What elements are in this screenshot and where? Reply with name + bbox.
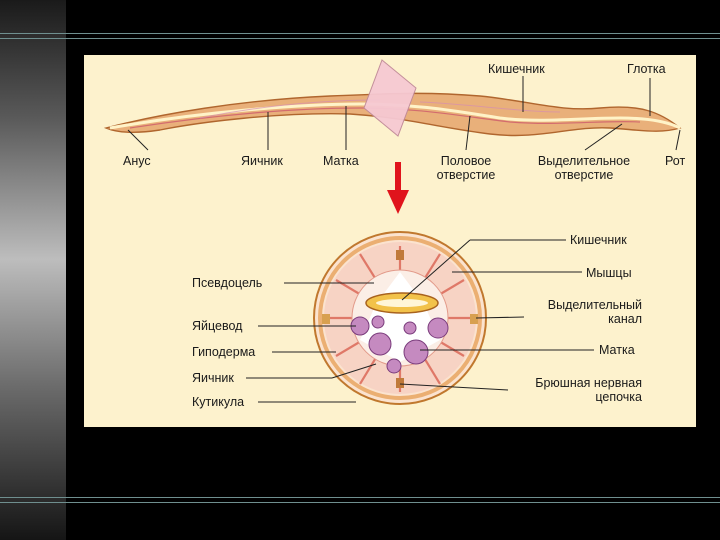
- label-excretory-canal: Выделительный канал: [512, 298, 642, 326]
- label-section-uterus: Матка: [599, 343, 635, 357]
- label-muscles: Мышцы: [586, 266, 632, 280]
- label-cuticle: Кутикула: [192, 395, 245, 409]
- label-intestine: Кишечник: [488, 62, 545, 76]
- bottom-divider-line: [0, 497, 720, 498]
- label-nerve-cord-line2: цепочка: [595, 390, 642, 404]
- label-section-ovary: Яичник: [192, 371, 234, 385]
- label-hypodermis: Гиподерма: [192, 345, 256, 359]
- label-excretory-pore-line2: отверстие: [554, 168, 614, 182]
- label-ovary: Яичник: [241, 154, 283, 168]
- top-divider-line-2: [0, 38, 720, 39]
- top-divider-line: [0, 33, 720, 34]
- label-excretory-canal-line2: канал: [608, 312, 642, 326]
- section-plane: [363, 59, 417, 137]
- label-nerve-cord: Брюшная нервная цепочка: [502, 376, 642, 404]
- label-pharynx: Глотка: [627, 62, 666, 76]
- cross-section-illustration: [313, 231, 487, 405]
- label-genital-pore-line2: отверстие: [436, 168, 496, 182]
- label-anus: Анус: [123, 154, 151, 168]
- label-uterus: Матка: [323, 154, 359, 168]
- label-excretory-pore-line1: Выделительное: [537, 154, 631, 168]
- label-section-intestine: Кишечник: [570, 233, 627, 247]
- down-arrow-icon: [387, 162, 409, 214]
- bottom-divider-line-2: [0, 502, 720, 503]
- label-excretory-canal-line1: Выделительный: [547, 298, 642, 312]
- left-gradient-bar: [0, 0, 66, 540]
- label-nerve-cord-line1: Брюшная нервная: [535, 376, 642, 390]
- label-genital-pore: Половое отверстие: [420, 154, 512, 182]
- label-excretory-pore: Выделительное отверстие: [524, 154, 644, 182]
- label-genital-pore-line1: Половое: [440, 154, 492, 168]
- label-mouth: Рот: [665, 154, 686, 168]
- label-oviduct: Яйцевод: [192, 319, 243, 333]
- label-pseudocoel: Псевдоцель: [192, 276, 263, 290]
